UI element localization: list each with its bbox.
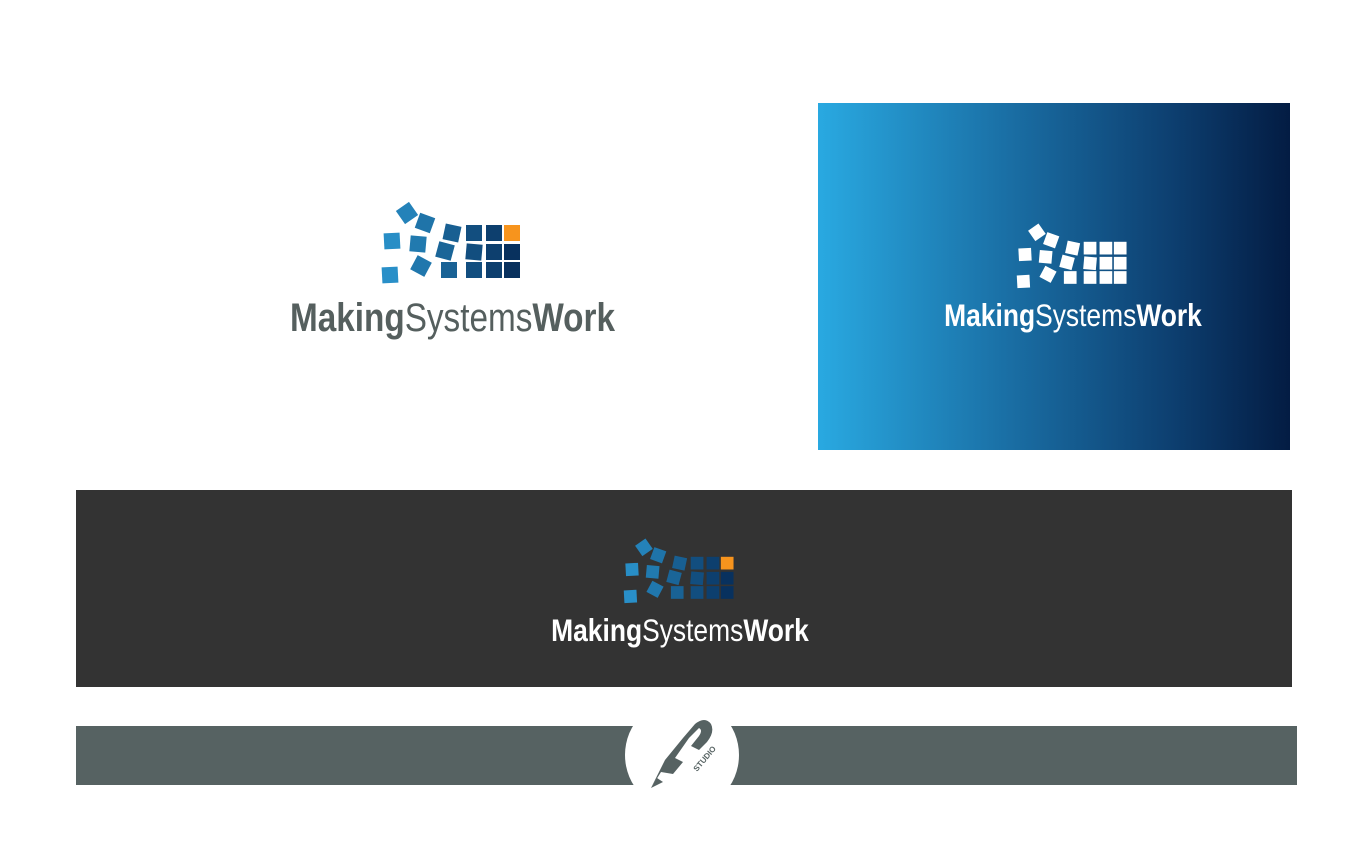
logo-square [1099, 241, 1113, 255]
logo-square [414, 212, 436, 234]
logo-square [504, 262, 520, 278]
logo-square [1099, 256, 1113, 270]
logo-word-making: Making [944, 297, 1035, 333]
logo-square [504, 244, 520, 260]
logo-square [395, 201, 419, 225]
logo-square [1063, 271, 1077, 284]
logo-word-work: Work [743, 612, 809, 648]
logo-square [381, 266, 399, 284]
logo-square [486, 225, 502, 241]
logo-square [1099, 271, 1113, 284]
logo-square [635, 538, 653, 557]
logo-square [706, 556, 720, 570]
logo-square [720, 571, 734, 585]
logo-square [1083, 271, 1097, 284]
logo-square [690, 586, 704, 599]
logo-wordmark: MakingSystemsWork [551, 612, 809, 648]
logo-square [625, 562, 639, 577]
logo-square [383, 232, 401, 250]
svg-text:STUDIO: STUDIO [692, 744, 718, 773]
logo-accent-square [1113, 241, 1127, 255]
logo-word-systems: Systems [1035, 297, 1136, 333]
logo-square [1113, 256, 1127, 270]
logo-on-blue: MakingSystemsWork [944, 223, 1202, 333]
logo-square [1018, 247, 1032, 262]
logo-square [645, 564, 660, 579]
logo-square [1059, 254, 1075, 271]
logo-accent-square [720, 556, 734, 570]
logo-square [646, 580, 664, 598]
studio-badge: STUDIO [625, 698, 739, 812]
logo-square [670, 586, 684, 599]
logo-on-dark: MakingSystemsWork [551, 538, 809, 648]
logo-square [720, 586, 734, 599]
logo-accent-square [504, 225, 520, 241]
logo-word-work: Work [1136, 297, 1202, 333]
logo-square [486, 262, 502, 278]
logo-square [465, 243, 483, 261]
logo-word-systems: Systems [642, 612, 743, 648]
logo-word-making: Making [551, 612, 642, 648]
logo-square [466, 262, 482, 278]
logo-square [672, 555, 688, 571]
logo-square [623, 589, 638, 604]
logo-square [1083, 256, 1097, 271]
logo-square [1043, 232, 1060, 249]
logo-square [1065, 240, 1081, 256]
logo-word-work: Work [532, 296, 615, 340]
logo-square [441, 262, 457, 278]
logo-square [1083, 241, 1097, 255]
logo-square [409, 235, 427, 253]
studio-pen-logo-icon: STUDIO [651, 720, 718, 788]
logo-square [1028, 223, 1046, 242]
logo-square [1016, 274, 1031, 289]
logo-square [410, 255, 432, 277]
logo-square [690, 556, 704, 570]
logo-square [1038, 249, 1053, 264]
logo-wordmark: MakingSystemsWork [290, 296, 616, 340]
logo-square [1039, 265, 1057, 283]
logo-square [706, 586, 720, 599]
logo-square [486, 244, 502, 260]
logo-wordmark: MakingSystemsWork [944, 297, 1202, 333]
logo-word-making: Making [290, 296, 405, 340]
logo-square [666, 569, 682, 586]
logo-word-systems: Systems [405, 296, 533, 340]
logo-square [466, 225, 482, 241]
logo-square [690, 571, 704, 586]
logo-square [650, 547, 667, 564]
logo-square [706, 571, 720, 585]
logo-square [442, 223, 462, 243]
dark-panel [76, 490, 1292, 687]
logo-square [435, 241, 455, 261]
logo-on-white: MakingSystemsWork [290, 201, 616, 340]
logo-square [1113, 271, 1127, 284]
